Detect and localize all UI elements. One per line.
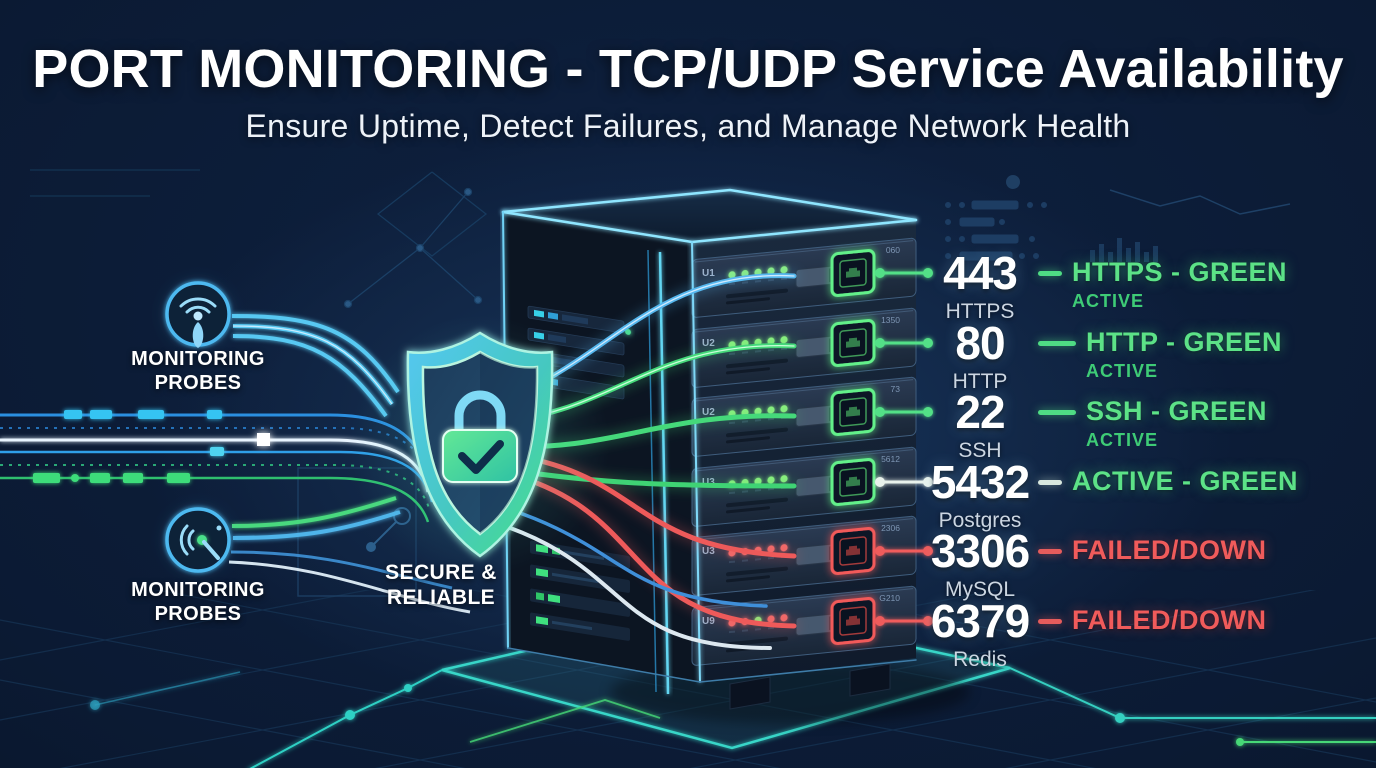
unit-tag: 060	[886, 245, 900, 255]
unit-label: U9	[702, 616, 715, 627]
unit-label: U2	[702, 338, 715, 349]
shield-lock-icon	[350, 315, 610, 575]
unit-label: U3	[702, 546, 715, 557]
probe-1-podcast-icon	[162, 278, 234, 350]
unit-label: U2	[702, 407, 715, 418]
probe-2-radar-icon	[162, 504, 234, 576]
unit-tag: G210	[879, 593, 900, 603]
unit-tag: 5612	[881, 454, 900, 464]
unit-label: U1	[702, 268, 715, 279]
background-tech-cluster	[30, 169, 1291, 597]
rack-edge-glow	[501, 188, 918, 683]
unit-tag: 2306	[881, 523, 900, 533]
floor-circuit-traces	[90, 667, 1376, 768]
port-links	[875, 268, 933, 626]
unit-tag: 73	[891, 384, 901, 394]
unit-tag: 1350	[881, 315, 900, 325]
